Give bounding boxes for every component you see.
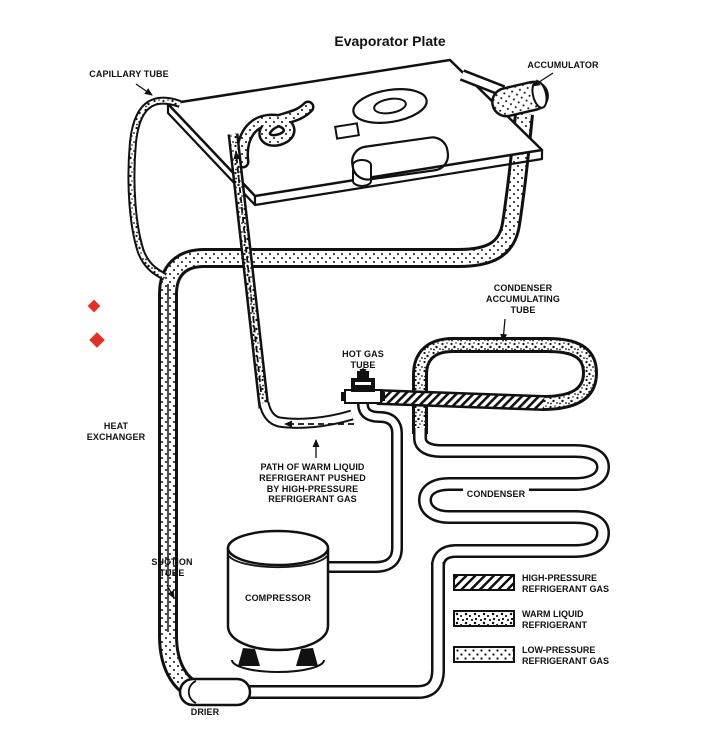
- label-condenser: CONDENSER: [446, 477, 546, 501]
- label-capillary-tube: CAPILLARY TUBE: [89, 69, 169, 79]
- legend-swatch-warm-liquid: [453, 610, 515, 627]
- label-hot-gas-tube: HOT GAS TUBE: [342, 349, 384, 370]
- plate-block-detail: [334, 122, 360, 140]
- label-warm-liquid-path: PATH OF WARM LIQUID REFRIGERANT PUSHED B…: [259, 462, 366, 505]
- red-artifact-specks: [87, 299, 105, 348]
- label-condenser-accumulating-tube: CONDENSER ACCUMULATING TUBE: [485, 283, 561, 315]
- label-suction-tube: SUCTION TUBE: [151, 557, 193, 578]
- condenser-coil: [413, 428, 610, 567]
- red-speck-small: [87, 299, 101, 313]
- legend-item-high-pressure: HIGH-PRESSURE REFRIGERANT GAS: [453, 573, 609, 594]
- drier: [178, 677, 252, 707]
- accumulator-arrow: [532, 72, 554, 87]
- condenser-accumulating-tube: [412, 337, 598, 434]
- high-pressure-gas-tube: [376, 389, 545, 411]
- label-heat-exchanger: HEAT EXCHANGER: [86, 421, 146, 442]
- legend-label-warm-liquid: WARM LIQUID REFRIGERANT: [522, 609, 587, 630]
- legend-label-low-pressure-gas: LOW-PRESSURE REFRIGERANT GAS: [522, 645, 610, 666]
- label-accumulator: ACCUMULATOR: [527, 60, 599, 70]
- label-drier: DRIER: [190, 707, 220, 717]
- plate-ring-detail: [352, 88, 428, 124]
- legend-swatch-low-pressure-gas: [453, 646, 515, 663]
- page-title: Evaporator Plate: [334, 33, 446, 49]
- liquid-line-bottom: [200, 562, 445, 699]
- plate-to-accumulator-tube: [459, 69, 506, 97]
- label-compressor: COMPRESSOR: [244, 593, 311, 603]
- label-condenser-text: CONDENSER: [462, 487, 530, 501]
- label-arrows: [135, 72, 554, 599]
- legend-item-warm-liquid: WARM LIQUID REFRIGERANT: [453, 609, 587, 630]
- evaporator-plate: [166, 58, 544, 207]
- legend-label-high-pressure-gas: HIGH-PRESSURE REFRIGERANT GAS: [522, 573, 610, 594]
- legend-item-low-pressure: LOW-PRESSURE REFRIGERANT GAS: [453, 645, 609, 666]
- accumulator: [491, 80, 549, 118]
- compressor: [226, 529, 330, 673]
- plate-bracket-detail: [351, 136, 450, 187]
- suction-arrow: [166, 584, 175, 599]
- capillary-arrow: [135, 83, 153, 96]
- suction-line-heat-exchanger: [158, 113, 534, 702]
- legend-swatch-high-pressure-gas: [453, 574, 515, 591]
- evaporator-coil: [236, 100, 315, 169]
- hot-gas-discharge-tube: [320, 403, 403, 573]
- capillary-tube: [127, 96, 182, 281]
- flow-arrows: [233, 151, 354, 428]
- red-speck-large: [89, 332, 105, 348]
- condenser-accumulating-arrow: [500, 318, 508, 342]
